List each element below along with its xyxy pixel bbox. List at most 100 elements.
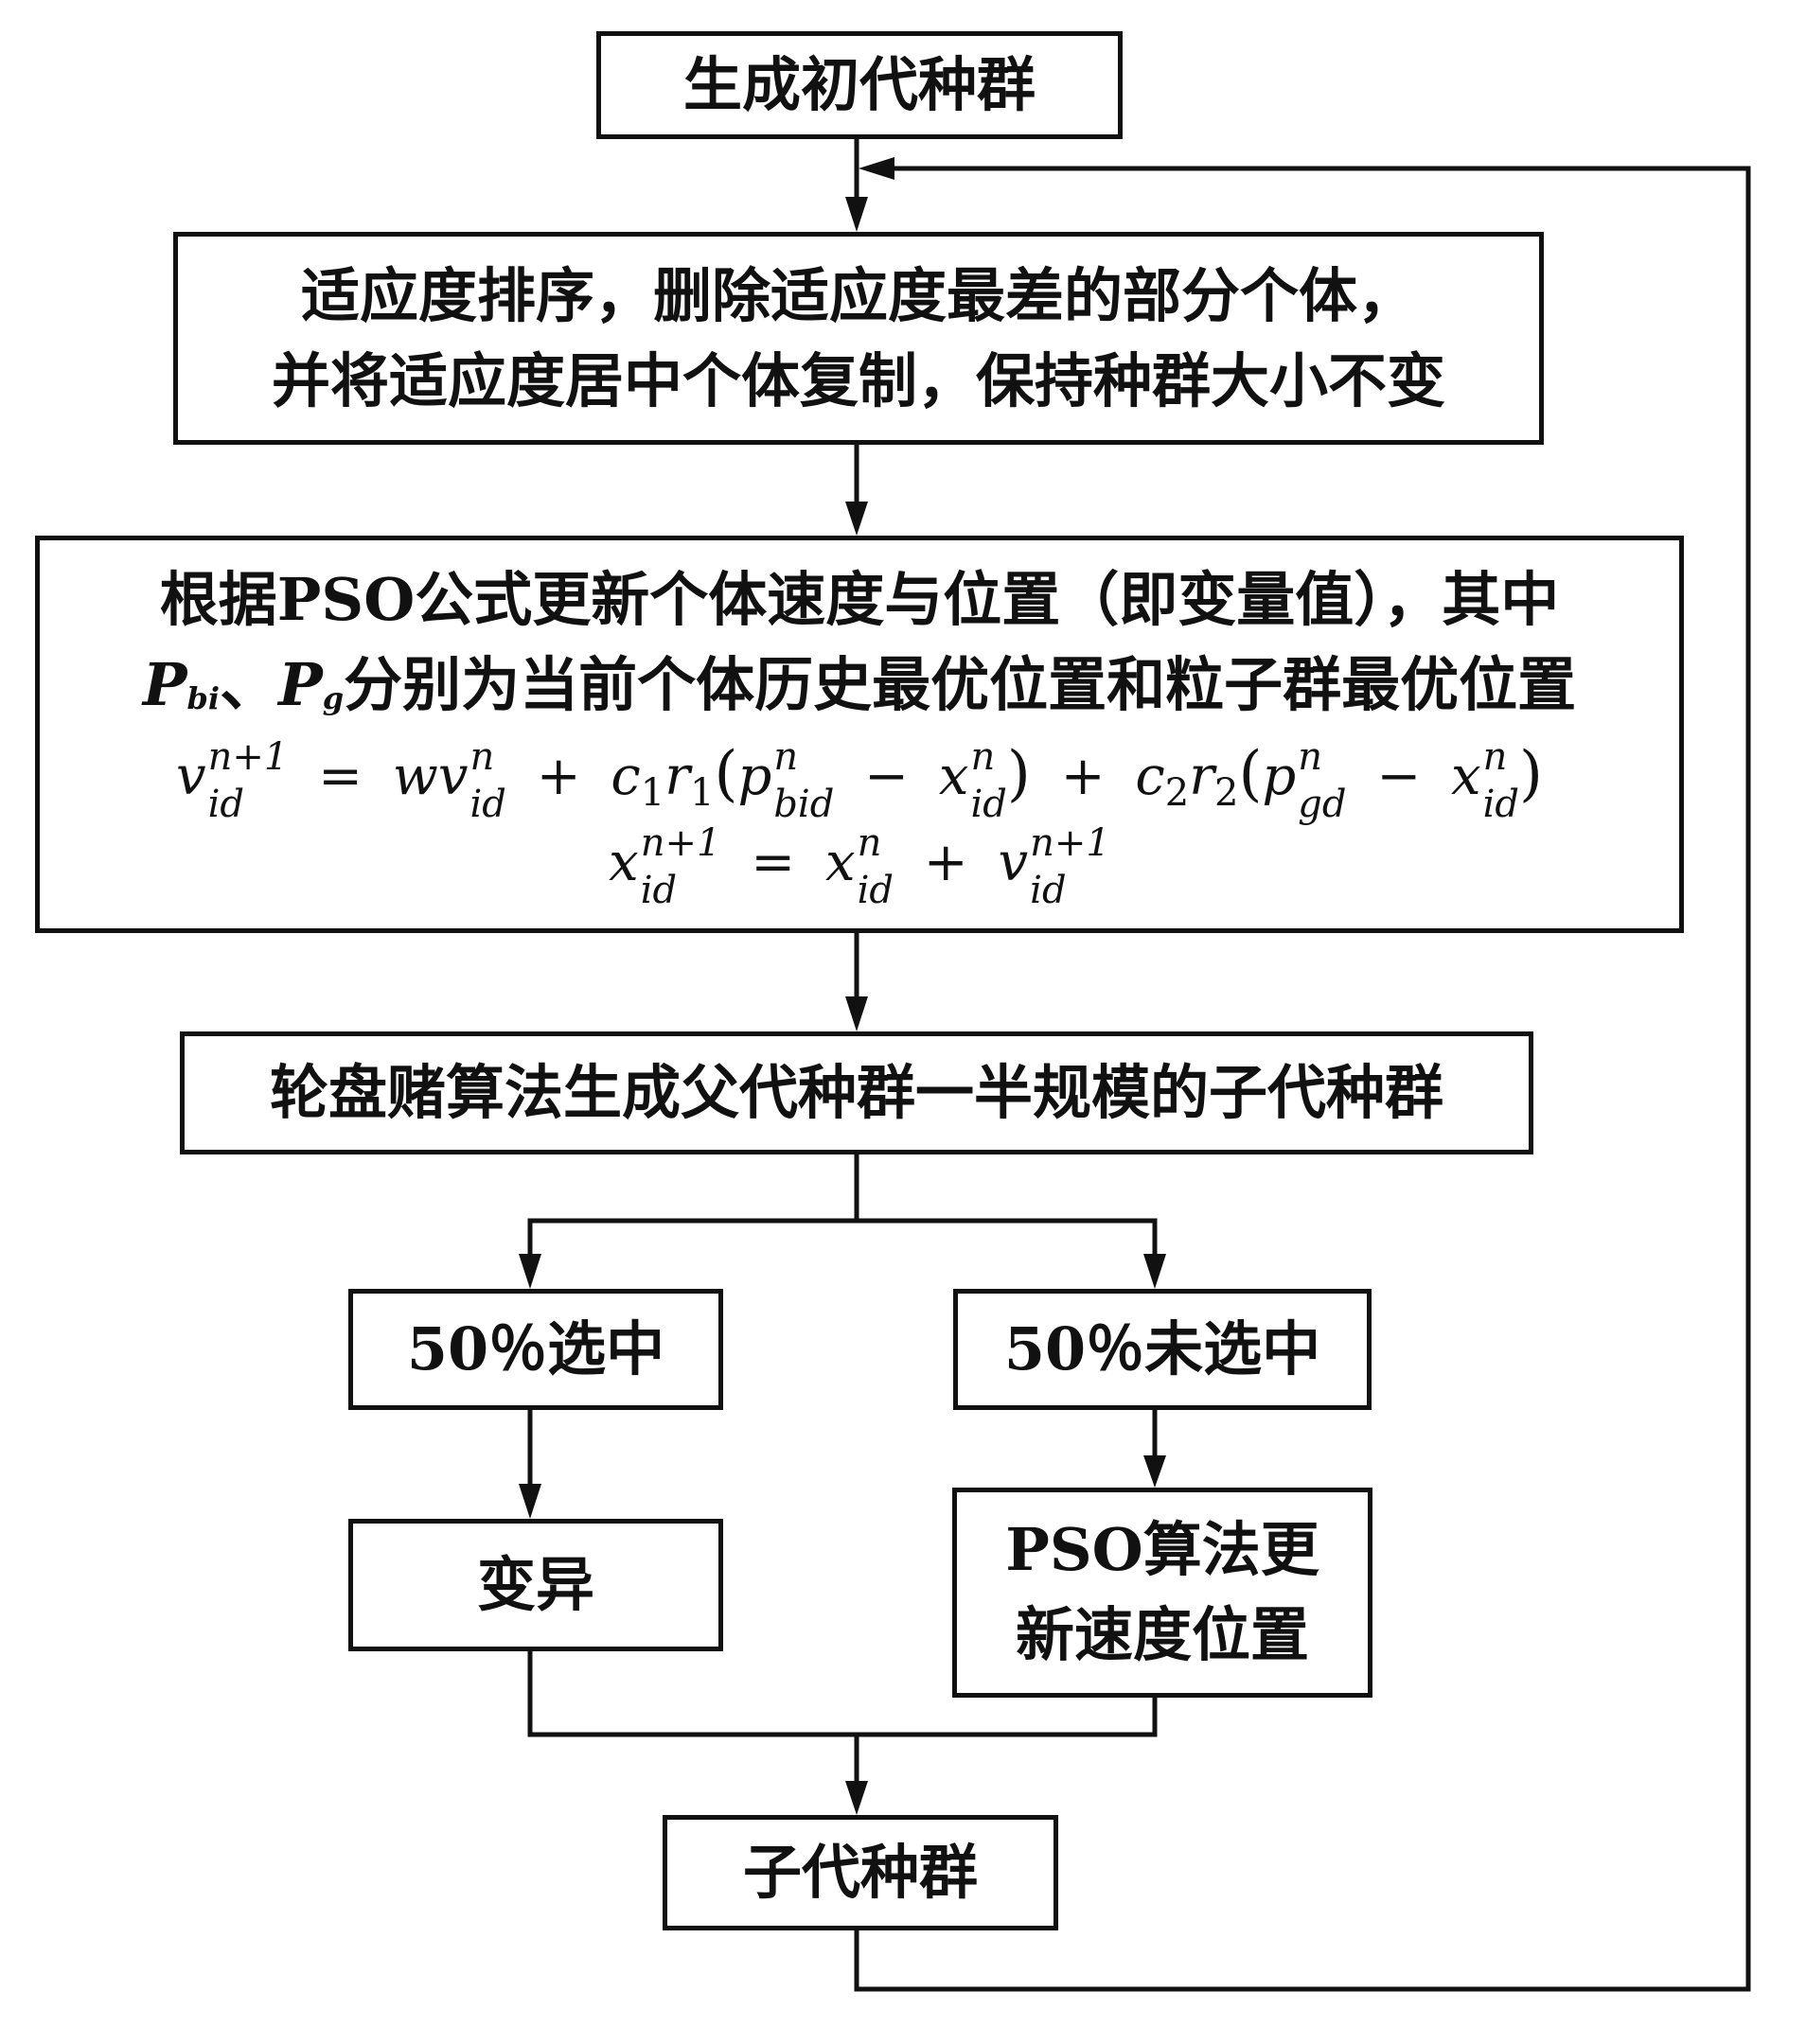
pso-update-line1-bold: PSO (276, 565, 416, 634)
f1-eq: = (318, 745, 363, 807)
f2-x-sub: id (640, 869, 678, 913)
node-selected: 50％选中 (348, 1289, 723, 1410)
node-pso-algo: PSO算法更 新速度位置 (952, 1488, 1372, 1698)
f1-rparen2: ) (1519, 738, 1544, 809)
node-sort-line2: 并将适应度居中个体复制，保持种群大小不变 (271, 345, 1445, 415)
arrowhead-to-pso-algo (1143, 1455, 1166, 1488)
f1-p1-sup: n (773, 735, 799, 780)
pg-sub: g (322, 679, 345, 716)
separator: 、 (220, 649, 279, 719)
f1-rparen1: ) (1006, 738, 1031, 809)
f1-x1: x (938, 745, 969, 807)
node-mutation-label: 变异 (476, 1550, 594, 1620)
f1-c2-sub: 2 (1164, 770, 1190, 815)
node-roulette-label: 轮盘赌算法生成父代种群一半规模的子代种群 (269, 1058, 1443, 1128)
f1-v-sup: n+1 (207, 735, 289, 780)
edge-roulette-split (527, 1153, 859, 1273)
node-pso-algo-bold: PSO (1005, 1515, 1143, 1585)
f1-v: v (175, 745, 206, 807)
node-pso-algo-line2: 新速度位置 (1015, 1600, 1309, 1669)
f1-r1: r (664, 745, 691, 807)
f2-x-sup: n+1 (640, 821, 721, 866)
node-init-label: 生成初代种群 (682, 50, 1036, 120)
f1-x2-sup: n (1482, 735, 1508, 780)
f1-r2-sub: 2 (1214, 770, 1239, 815)
arrowhead-init-to-sort (845, 197, 868, 232)
f1-x1-sub: id (970, 783, 1007, 827)
arrowhead-to-mutation (519, 1484, 541, 1519)
f1-v-sub: id (207, 783, 245, 827)
node-unselected-label: 未选中 (1144, 1314, 1321, 1384)
f1-v2-sup: n (469, 735, 495, 780)
pso-update-line2-suffix: 分别为当前个体历史最优位置和粒子群最优位置 (344, 649, 1577, 719)
f2-v-sub: id (1030, 869, 1067, 913)
f1-r1-sub: 1 (690, 770, 715, 815)
node-offspring-label: 子代种群 (742, 1838, 978, 1908)
node-pso-update: 根据PSO公式更新个体速度与位置（即变量值），其中 Pbi、Pg分别为当前个体历… (35, 536, 1684, 933)
f1-x2: x (1451, 745, 1481, 807)
f2-plus: + (923, 831, 968, 893)
arrowhead-loop-back (859, 157, 894, 180)
f1-plus1: + (536, 745, 581, 807)
node-selected-label: 选中 (547, 1314, 665, 1384)
f2-v: v (998, 831, 1029, 893)
node-selected-line: 50％选中 (407, 1307, 664, 1392)
f1-lparen1: ( (714, 738, 738, 809)
f2-x2-sub: id (857, 869, 894, 913)
f2-x2-sup: n (857, 821, 882, 866)
arrowhead-to-offspring (845, 1781, 868, 1815)
f1-p2-sup: n (1298, 735, 1323, 780)
arrowhead-pso-update-to-roulette (845, 996, 868, 1031)
f2-x2: x (824, 831, 856, 893)
edge-roulette-split-right (857, 1218, 1158, 1273)
f1-p1-sub: bid (773, 783, 835, 827)
f1-lparen2: ( (1238, 738, 1263, 809)
f1-c2: c (1135, 745, 1165, 807)
node-sort-line1: 适应度排序，删除适应度最差的部分个体， (300, 260, 1416, 330)
f1-w: w (392, 745, 438, 807)
pso-update-line1-prefix: 根据 (159, 565, 277, 634)
node-pso-update-line1: 根据PSO公式更新个体速度与位置（即变量值），其中 (160, 557, 1559, 643)
f1-v2-sub: id (469, 783, 506, 827)
f1-r2: r (1189, 745, 1214, 807)
node-roulette: 轮盘赌算法生成父代种群一半规模的子代种群 (180, 1031, 1533, 1154)
f2-x: x (609, 831, 639, 893)
f1-c1: c (611, 745, 641, 807)
arrowhead-to-unselected (1143, 1254, 1166, 1289)
pso-update-line1-suffix: 公式更新个体速度与位置（即变量值），其中 (415, 565, 1560, 634)
arrowhead-sort-to-pso-update (845, 502, 868, 536)
f1-v2: v (437, 745, 469, 807)
edge-offspring-loop-back (854, 166, 1751, 1992)
arrowhead-to-selected (519, 1254, 541, 1289)
f1-p1: p (737, 745, 772, 807)
node-pso-update-line2: Pbi、Pg分别为当前个体历史最优位置和粒子群最优位置 (143, 643, 1576, 728)
pbi-sub: bi (186, 679, 221, 716)
node-mutation: 变异 (348, 1519, 723, 1651)
pg-letter: P (278, 649, 323, 719)
node-unselected-percent: 50％ (1003, 1314, 1145, 1384)
f1-p2-sub: gd (1298, 783, 1347, 827)
node-unselected-line: 50％未选中 (1004, 1307, 1320, 1392)
node-pso-algo-line1: PSO算法更 (1005, 1507, 1319, 1593)
node-sort: 适应度排序，删除适应度最差的部分个体， 并将适应度居中个体复制，保持种群大小不变 (173, 232, 1544, 445)
f1-c1-sub: 1 (640, 770, 665, 815)
pbi-letter: P (142, 649, 187, 719)
f1-plus2: + (1060, 745, 1106, 807)
edge-mutation-merge (527, 1651, 1158, 1737)
node-pso-algo-suffix: 算法更 (1142, 1515, 1319, 1585)
node-init: 生成初代种群 (596, 31, 1123, 139)
node-offspring: 子代种群 (663, 1815, 1058, 1930)
f1-minus1: − (864, 745, 910, 807)
